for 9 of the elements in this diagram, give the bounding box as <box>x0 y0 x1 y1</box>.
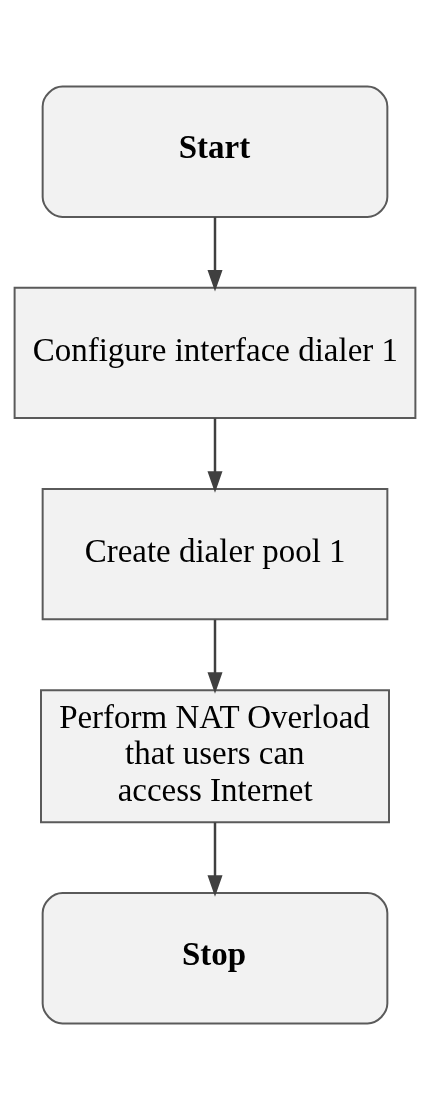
arrow <box>207 217 223 292</box>
node-box: Create dialer pool 1 <box>41 488 389 621</box>
arrow <box>207 418 223 493</box>
node-box: Stop <box>41 892 389 1025</box>
node-box: Configure interface dialer 1 <box>13 286 417 420</box>
arrow <box>207 822 223 897</box>
node-box: Start <box>41 85 389 218</box>
node-box: Perform NAT Overload that users can access Internet <box>40 689 390 824</box>
arrow <box>207 619 223 694</box>
